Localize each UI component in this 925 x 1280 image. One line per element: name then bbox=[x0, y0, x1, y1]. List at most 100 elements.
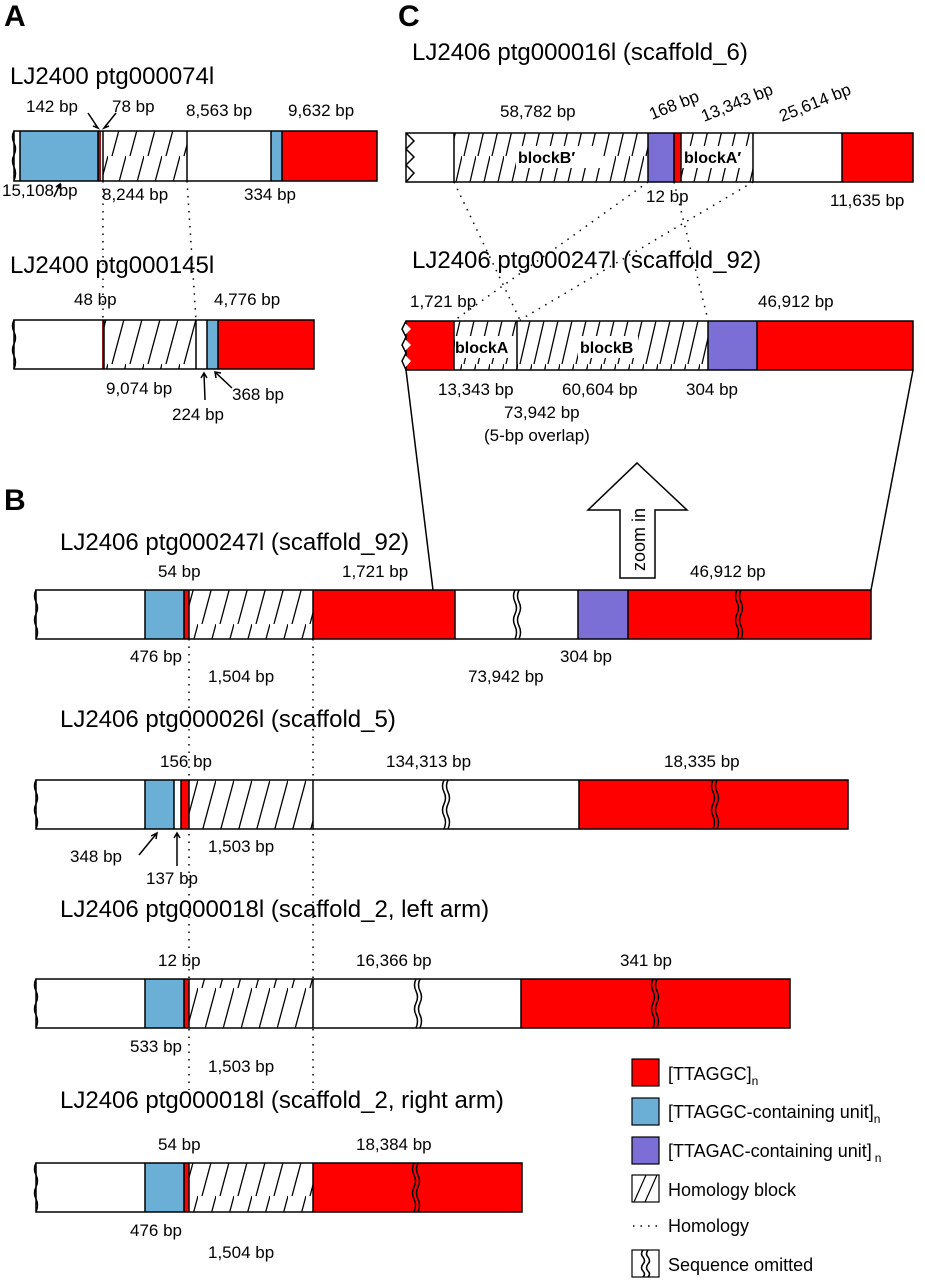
block-label-bg bbox=[682, 146, 752, 168]
zoom-in-arrow: zoom in bbox=[586, 461, 689, 579]
block-label: blockA′ bbox=[684, 150, 741, 167]
omitted-edge bbox=[14, 131, 20, 181]
legend-item-homology-block: Homology block bbox=[631, 1174, 797, 1203]
up-arrow-icon bbox=[586, 461, 689, 579]
homology-block bbox=[189, 979, 313, 1028]
size-label: 1,721 bp bbox=[342, 562, 408, 581]
track-b3: LJ2406 ptg000018l (scaffold_2, left arm)… bbox=[33, 896, 791, 1076]
plain-segment bbox=[174, 780, 181, 829]
homology-block bbox=[103, 131, 187, 181]
size-label: 476 bp bbox=[130, 647, 182, 666]
block-label-bg bbox=[578, 336, 638, 358]
block-label-bg bbox=[516, 146, 602, 168]
ttaggc-segment bbox=[184, 590, 189, 639]
size-label: 533 bp bbox=[130, 1037, 182, 1056]
legend-item-ttaggc: [TTAGGC]n bbox=[631, 1058, 758, 1088]
homology-block bbox=[189, 780, 313, 829]
legend-item-ttagac-unit: [TTAGAC-containing unit]n bbox=[631, 1136, 881, 1165]
telomere-segment bbox=[842, 133, 913, 182]
arrow-icon bbox=[200, 371, 208, 401]
ttaggc-segment bbox=[98, 131, 101, 181]
size-label: 4,776 bp bbox=[214, 290, 280, 309]
arrow-icon bbox=[101, 112, 117, 130]
omitted-icon bbox=[404, 132, 416, 183]
sequence-omitted-mark bbox=[413, 978, 660, 1029]
ttaggc-unit-segment bbox=[207, 320, 218, 369]
sequence-omitted-mark bbox=[441, 779, 720, 830]
track-c1: LJ2406 ptg000016l (scaffold_6) blockB′ b… bbox=[404, 39, 914, 210]
size-label: 46,912 bp bbox=[690, 562, 766, 581]
size-label: 15,108 bp bbox=[2, 181, 78, 200]
telomere-segment bbox=[628, 590, 871, 639]
telomere-segment bbox=[282, 131, 377, 181]
size-label: 304 bp bbox=[686, 380, 738, 399]
size-label: 9,074 bp bbox=[106, 379, 172, 398]
size-label: 137 bp bbox=[146, 869, 198, 888]
homology-line bbox=[453, 181, 521, 321]
telomere-segment bbox=[406, 321, 454, 370]
omitted-icon bbox=[11, 130, 17, 182]
size-label: (5-bp overlap) bbox=[484, 426, 590, 445]
size-label: 16,366 bp bbox=[356, 951, 432, 970]
size-label: 134,313 bp bbox=[386, 752, 471, 771]
track-title: LJ2406 ptg000026l (scaffold_5) bbox=[60, 706, 396, 733]
plain-segment bbox=[36, 780, 145, 829]
size-label: 334 bp bbox=[244, 185, 296, 204]
homology-block bbox=[189, 590, 313, 639]
track-title: LJ2406 ptg000247l (scaffold_92) bbox=[412, 247, 761, 274]
track-outline bbox=[405, 132, 914, 183]
size-label: 18,384 bp bbox=[356, 1135, 432, 1154]
size-label: 58,782 bp bbox=[500, 102, 576, 121]
size-label: 48 bp bbox=[74, 290, 117, 309]
plain-segment bbox=[36, 590, 145, 639]
homology-line bbox=[673, 181, 709, 321]
size-label: 1,504 bp bbox=[208, 1243, 274, 1262]
block-label: blockA bbox=[455, 340, 509, 357]
size-label: 142 bp bbox=[26, 97, 78, 116]
ttagac-unit-segment bbox=[578, 590, 628, 639]
size-label: 304 bp bbox=[560, 647, 612, 666]
track-title: LJ2406 ptg000018l (scaffold_2, left arm) bbox=[60, 896, 489, 923]
track-title: LJ2406 ptg000018l (scaffold_2, right arm… bbox=[60, 1087, 504, 1114]
block-label: blockB′ bbox=[518, 150, 575, 167]
ttaggc-unit-segment bbox=[145, 979, 184, 1028]
homology-block bbox=[104, 320, 196, 369]
block-label: blockB bbox=[580, 340, 633, 357]
legend-label: [TTAGAC-containing unit]n bbox=[668, 1141, 881, 1165]
zoom-guide-line bbox=[405, 369, 434, 591]
omitted-icon bbox=[11, 319, 17, 370]
legend-label: [TTAGGC]n bbox=[668, 1064, 758, 1088]
hatch-line bbox=[644, 1174, 658, 1203]
sequence-omitted-mark bbox=[512, 589, 744, 640]
homology-line bbox=[519, 181, 754, 321]
panel-letter-c: C bbox=[398, 0, 420, 33]
plain-segment bbox=[36, 979, 145, 1028]
ttagac-unit-segment bbox=[708, 321, 757, 370]
size-label: 46,912 bp bbox=[758, 292, 834, 311]
track-b2: LJ2406 ptg000026l (scaffold_5) 156 bp 13… bbox=[33, 706, 849, 888]
size-label: 9,632 bp bbox=[288, 101, 354, 120]
size-label: 73,942 bp bbox=[504, 403, 580, 422]
ttaggc-segment bbox=[184, 1163, 189, 1212]
ttaggc-unit-segment bbox=[145, 780, 174, 829]
legend-label: Homology bbox=[668, 1216, 749, 1236]
arrow-icon bbox=[53, 182, 61, 198]
size-label: 54 bp bbox=[158, 562, 201, 581]
block-label-bg bbox=[455, 336, 515, 358]
size-label: 54 bp bbox=[158, 1135, 201, 1154]
size-label: 78 bp bbox=[112, 97, 155, 116]
panel-letter-b: B bbox=[4, 484, 26, 517]
arrow-icon bbox=[173, 831, 181, 866]
ttaggc-unit-segment bbox=[145, 590, 184, 639]
size-label: 8,563 bp bbox=[186, 101, 252, 120]
size-label: 1,503 bp bbox=[208, 837, 274, 856]
hatch-line bbox=[633, 1174, 647, 1203]
size-label: 73,942 bp bbox=[468, 667, 544, 686]
size-label: 12 bp bbox=[158, 951, 201, 970]
size-label: 348 bp bbox=[70, 847, 122, 866]
track-a1: LJ2400 ptg000074l 142 bp 78 bp 8,563 bp … bbox=[2, 63, 378, 204]
wavy-swatch bbox=[631, 1249, 660, 1278]
ttaggc-segment bbox=[184, 979, 189, 1028]
size-label: 168 bp bbox=[646, 87, 701, 124]
